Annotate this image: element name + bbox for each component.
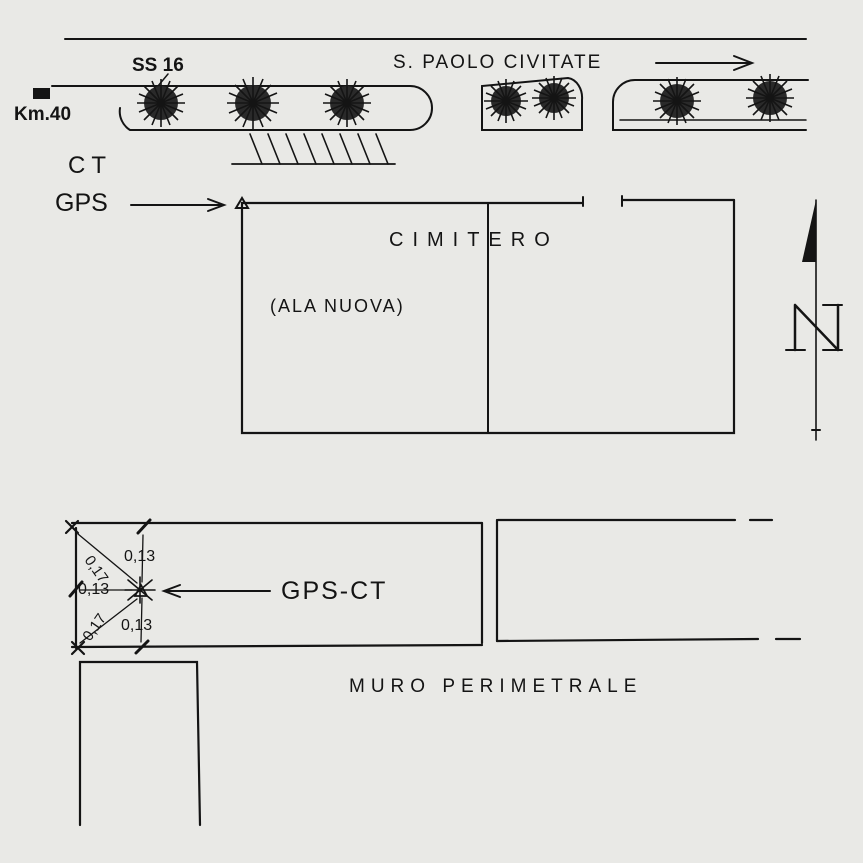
new-wing-label: (ALA NUOVA)	[270, 296, 405, 316]
km-label: Km.40	[14, 104, 71, 125]
tree-icon	[532, 76, 576, 120]
distance-bottom: 0,13	[121, 617, 152, 634]
tree-icon	[323, 79, 371, 127]
tree-icon	[746, 74, 794, 122]
tree-icon	[653, 77, 701, 125]
planter-right	[612, 79, 809, 131]
planter-middle	[481, 76, 584, 131]
cemetery-outline	[240, 195, 736, 435]
hatched-area	[231, 133, 396, 165]
km-marker	[33, 88, 50, 99]
tree-icon	[137, 79, 185, 127]
direction-arrow-icon	[655, 55, 755, 71]
distance-left: 0,13	[78, 581, 109, 598]
road-label-leader	[157, 73, 169, 87]
gps-arrow-icon	[130, 198, 227, 212]
gps-label: GPS	[55, 189, 108, 217]
gps-ct-arrow-icon	[161, 584, 271, 598]
gps-ct-label: GPS-CT	[281, 577, 387, 605]
measurement-marks	[64, 518, 152, 656]
north-arrow-icon	[785, 199, 843, 441]
cemetery-label: CIMITERO	[389, 229, 559, 251]
perimeter-wall-label: MURO PERIMETRALE	[349, 676, 642, 697]
tree-icon	[227, 77, 279, 129]
distance-top: 0,13	[124, 548, 155, 565]
gps-ct-point-icon	[124, 576, 156, 604]
road-label: SS 16	[132, 55, 184, 76]
direction-label: S. PAOLO CIVITATE	[393, 52, 602, 73]
detail-wall-outline	[70, 518, 802, 827]
tree-icon	[484, 79, 528, 123]
ct-label: CT	[68, 152, 112, 179]
planter-left	[51, 85, 433, 131]
